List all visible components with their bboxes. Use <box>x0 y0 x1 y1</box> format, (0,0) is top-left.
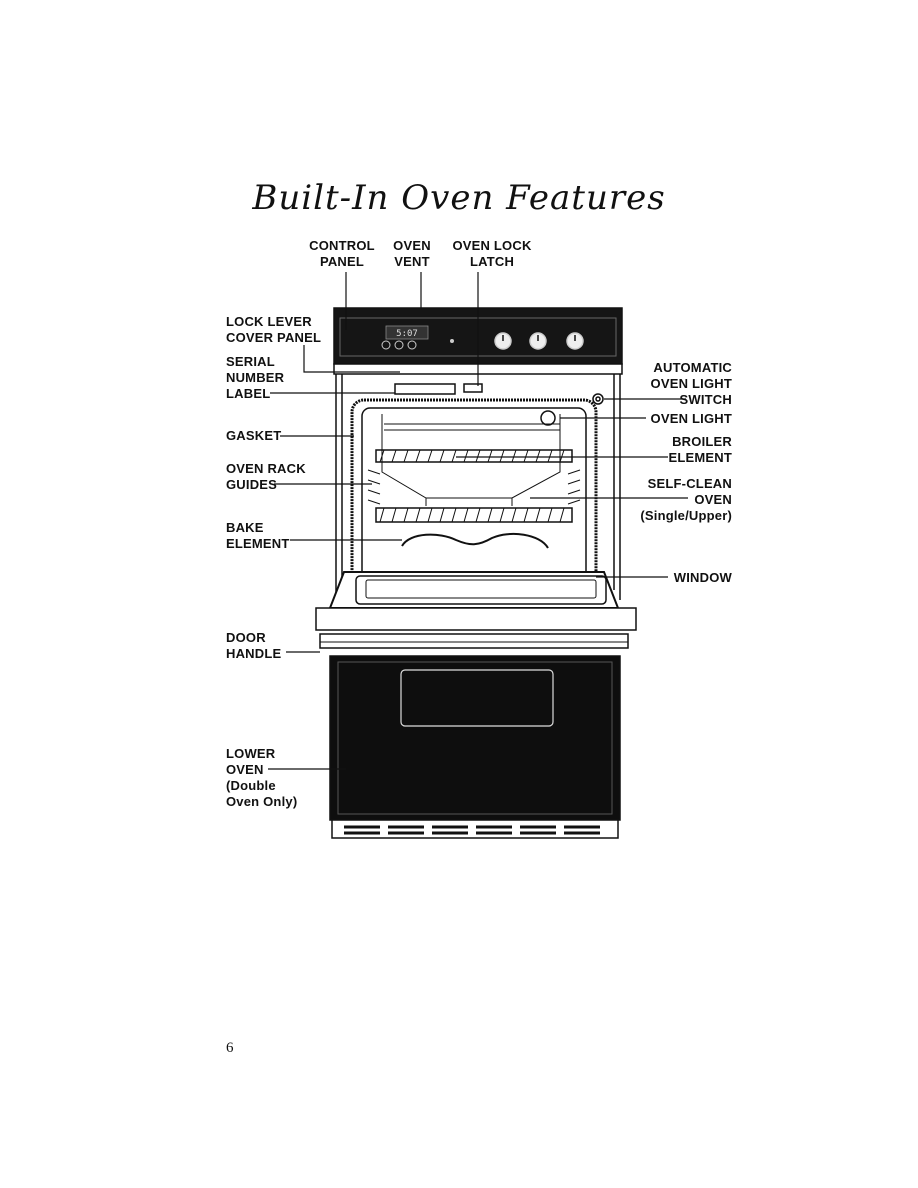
upper-oven-door <box>328 571 620 609</box>
leader-lines <box>268 272 688 770</box>
page-number: 6 <box>226 1040 234 1056</box>
upper-rack <box>375 449 573 463</box>
serial-number-plate <box>394 383 456 395</box>
bottom-vent <box>331 819 619 839</box>
window <box>355 575 607 605</box>
oven-lock-latch <box>463 383 483 393</box>
oven-light-switch <box>592 393 604 405</box>
control-display <box>385 325 429 340</box>
label-window: WINDOW <box>673 570 732 585</box>
page-title: Built-In Oven Features <box>252 178 666 218</box>
label-oven-light: OVEN LIGHT <box>650 411 732 426</box>
lower-oven-window <box>400 669 554 727</box>
lower-rack <box>375 507 573 523</box>
label-gasket: GASKET <box>226 428 282 443</box>
bake-element <box>401 532 549 549</box>
svg-text:5:07: 5:07 <box>396 329 418 339</box>
door-handle <box>319 633 629 649</box>
